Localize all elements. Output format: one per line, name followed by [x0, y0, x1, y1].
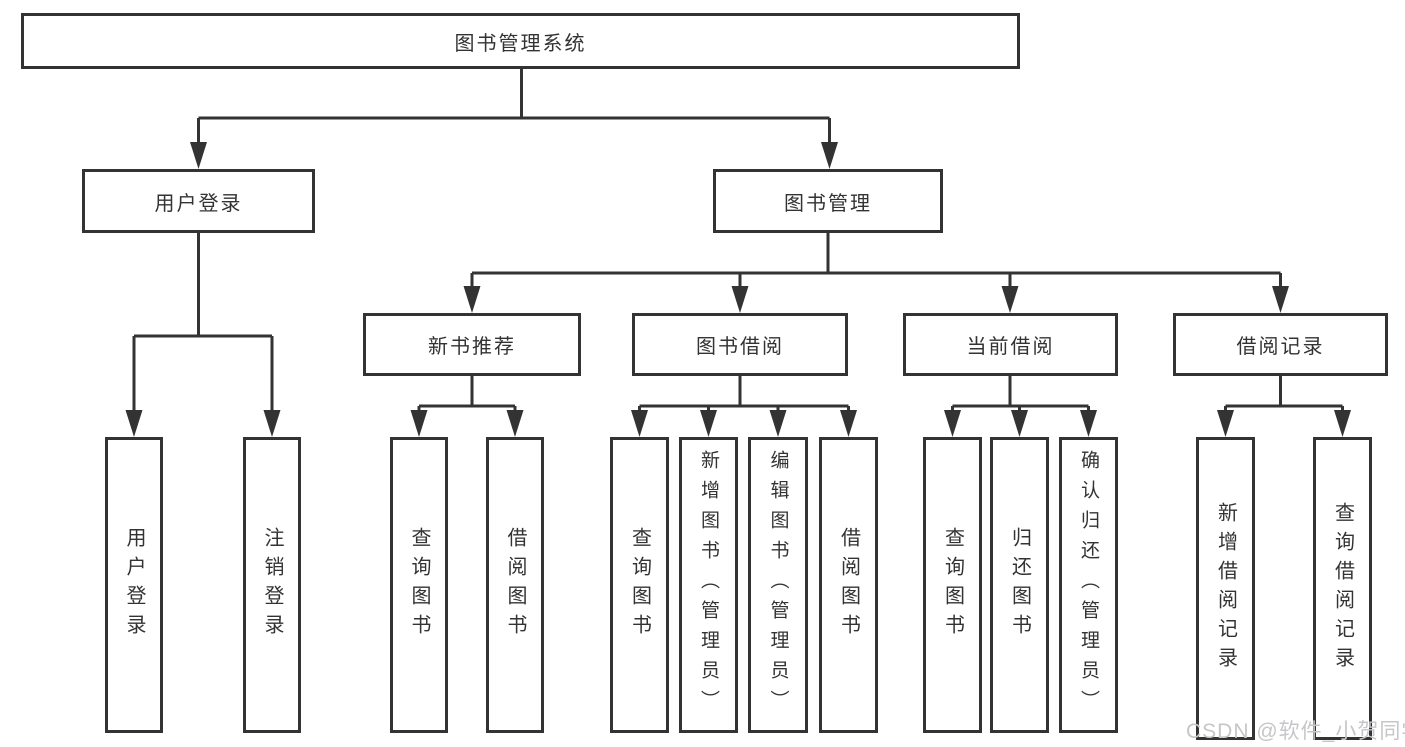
- leaf-query-book-recommend-label: 查询图书: [408, 527, 430, 643]
- leaf-query-book-current: 查询图书: [923, 437, 982, 733]
- node-current-borrowing-label: 当前借阅: [966, 336, 1055, 358]
- leaf-edit-book-admin-label: 编辑图书（管理员）: [767, 450, 789, 720]
- node-borrow-records-label: 借阅记录: [1236, 336, 1325, 358]
- leaf-confirm-return-admin: 确认归还（管理员）: [1059, 437, 1118, 733]
- leaf-user-login-label: 用户登录: [123, 527, 145, 643]
- leaf-logout: 注销登录: [243, 437, 301, 733]
- leaf-logout-label: 注销登录: [261, 527, 283, 643]
- node-user-login-label: 用户登录: [154, 192, 243, 215]
- node-root-label: 图书管理系统: [454, 32, 587, 55]
- node-root: 图书管理系统: [21, 13, 1020, 69]
- leaf-confirm-return-admin-label: 确认归还（管理员）: [1078, 450, 1099, 720]
- leaf-query-book-recommend: 查询图书: [390, 437, 448, 733]
- leaf-borrow-book-recommend: 借阅图书: [486, 437, 544, 733]
- leaf-user-login: 用户登录: [105, 437, 163, 733]
- leaf-edit-book-admin: 编辑图书（管理员）: [748, 437, 808, 733]
- leaf-query-borrow-record-label: 查询借阅记录: [1331, 501, 1354, 676]
- csdn-watermark: CSDN @软件_小贺同学: [1186, 720, 1405, 743]
- leaf-add-book-admin-label: 新增图书（管理员）: [698, 450, 719, 720]
- leaf-borrow-book-recommend-label: 借阅图书: [504, 527, 526, 643]
- node-new-book-recommend: 新书推荐: [363, 313, 581, 376]
- leaf-query-book-borrowing-label: 查询图书: [628, 527, 651, 643]
- node-book-management: 图书管理: [713, 169, 943, 233]
- node-book-management-label: 图书管理: [784, 192, 872, 215]
- node-borrow-records: 借阅记录: [1173, 313, 1388, 376]
- leaf-return-book: 归还图书: [990, 437, 1049, 733]
- node-user-login: 用户登录: [82, 169, 315, 233]
- node-new-book-recommend-label: 新书推荐: [428, 336, 516, 358]
- leaf-add-borrow-record-label: 新增借阅记录: [1214, 501, 1237, 676]
- node-current-borrowing: 当前借阅: [903, 313, 1118, 376]
- leaf-add-book-admin: 新增图书（管理员）: [679, 437, 738, 733]
- leaf-query-book-borrowing: 查询图书: [610, 437, 669, 733]
- arrowheads: [125, 142, 1351, 437]
- leaf-borrow-book-label: 借阅图书: [837, 527, 860, 643]
- node-book-borrowing-label: 图书借阅: [696, 336, 784, 358]
- leaf-query-book-current-label: 查询图书: [941, 527, 964, 643]
- leaf-add-borrow-record: 新增借阅记录: [1196, 437, 1255, 740]
- leaf-return-book-label: 归还图书: [1008, 527, 1031, 643]
- leaf-borrow-book: 借阅图书: [819, 437, 878, 733]
- node-book-borrowing: 图书借阅: [632, 313, 848, 376]
- leaf-query-borrow-record: 查询借阅记录: [1313, 437, 1372, 740]
